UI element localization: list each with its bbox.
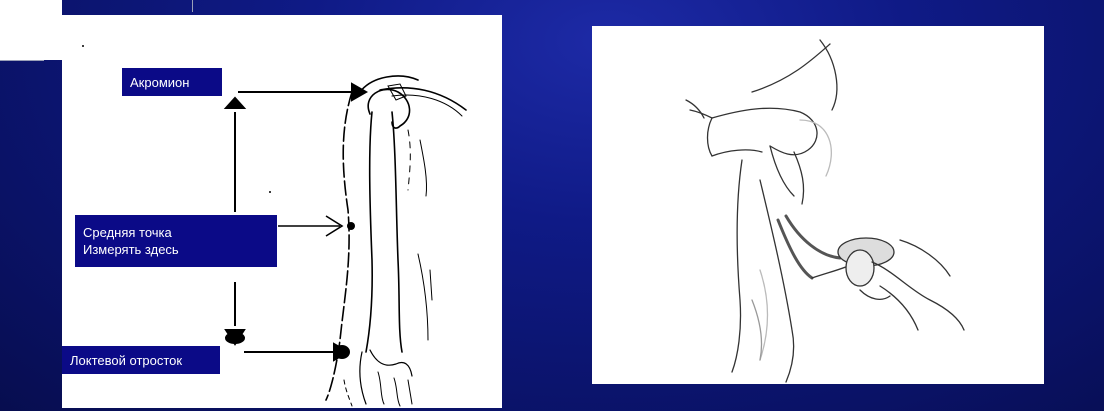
hand-measuring-illustration: [0, 0, 1104, 411]
